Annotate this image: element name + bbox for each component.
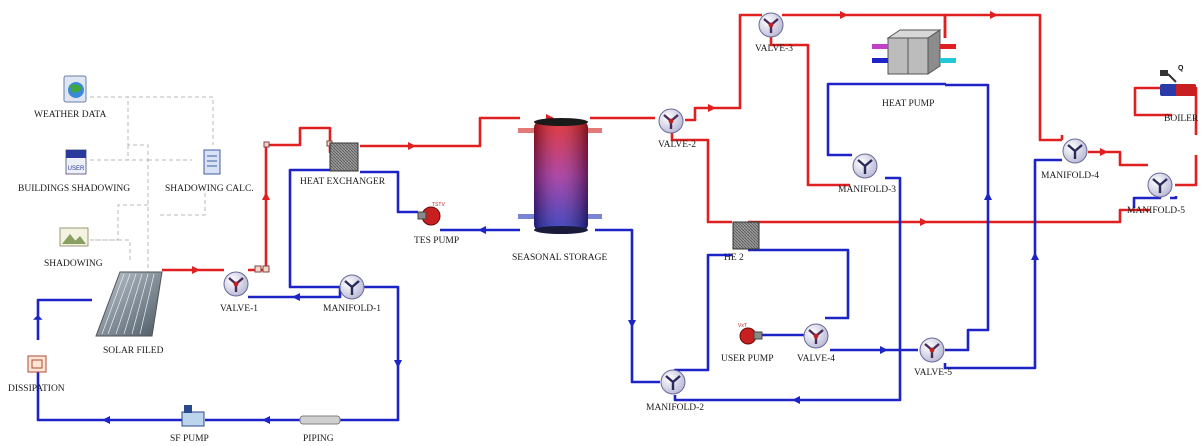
valve-1-icon[interactable]	[223, 271, 249, 297]
piping-label: PIPING	[303, 434, 334, 444]
manifold-2-icon[interactable]	[660, 369, 686, 395]
valve-2-icon[interactable]	[658, 108, 684, 134]
valve-3-icon[interactable]	[758, 12, 784, 38]
hot-pipes	[162, 13, 1198, 272]
svg-text:USER: USER	[68, 166, 85, 172]
manifold-5-icon[interactable]	[1147, 172, 1173, 198]
flow-markers	[33, 11, 1108, 424]
shadowing-calc-label: SHADOWING CALC.	[165, 184, 254, 194]
manifold-4-icon[interactable]	[1062, 138, 1088, 164]
tes-pump-label: TES PUMP	[414, 236, 459, 246]
dissipation-icon[interactable]	[27, 355, 47, 373]
heat-exchanger-label: HEAT EXCHANGER	[300, 177, 386, 187]
heat-pump-label: HEAT PUMP	[882, 99, 934, 109]
piping-icon[interactable]	[299, 415, 341, 425]
user-pump-label: USER PUMP	[721, 354, 774, 364]
shadowing-icon[interactable]	[59, 227, 89, 247]
valve-5-label: VALVE-5	[914, 368, 952, 378]
manifold-4-label: MANIFOLD-4	[1041, 171, 1099, 181]
svg-text:VxT: VxT	[738, 323, 747, 329]
valve-2-label: VALVE-2	[658, 140, 696, 150]
boiler-icon[interactable]: Q	[1160, 65, 1196, 96]
info-connections	[90, 96, 214, 272]
solar-field-icon[interactable]	[95, 271, 163, 337]
boiler-label: BOILER	[1164, 114, 1199, 124]
buildings-shadowing-icon[interactable]: USER	[65, 149, 87, 175]
weather-data-icon[interactable]	[63, 75, 87, 103]
manifold-1-label: MANIFOLD-1	[323, 304, 381, 314]
manifold-2-label: MANIFOLD-2	[646, 403, 704, 413]
heat-exchanger-icon[interactable]	[329, 142, 359, 172]
user-pump-icon[interactable]: VxT	[738, 323, 763, 345]
valve-3-label: VALVE-3	[755, 44, 793, 54]
seasonal-storage-icon[interactable]	[518, 118, 602, 234]
manifold-5-label: MANIFOLD-5	[1127, 206, 1185, 216]
heat-pump-icon[interactable]	[872, 29, 956, 75]
shadowing-label: SHADOWING	[44, 259, 103, 269]
valve-4-label: VALVE-4	[797, 354, 835, 364]
valve-5-icon[interactable]	[919, 337, 945, 363]
shadowing-calc-icon[interactable]	[203, 149, 221, 175]
svg-text:TSTV: TSTV	[432, 202, 445, 208]
valve-4-icon[interactable]	[803, 323, 829, 349]
sf-pump-label: SF PUMP	[170, 434, 209, 444]
manifold-3-icon[interactable]	[852, 153, 878, 179]
svg-text:Q: Q	[1178, 65, 1184, 72]
manifold-3-label: MANIFOLD-3	[838, 185, 896, 195]
he-2-icon[interactable]	[732, 221, 760, 250]
dissipation-label: DISSIPATION	[8, 384, 65, 394]
manifold-1-icon[interactable]	[339, 274, 365, 300]
buildings-shadowing-label: BUILDINGS SHADOWING	[18, 184, 130, 194]
he-2-label: HE 2	[724, 253, 744, 263]
weather-data-label: WEATHER DATA	[34, 110, 106, 120]
cold-pipes	[36, 82, 1178, 422]
tes-pump-icon[interactable]: TSTV	[417, 202, 445, 226]
valve-1-label: VALVE-1	[220, 304, 258, 314]
seasonal-storage-label: SEASONAL STORAGE	[512, 253, 607, 263]
solar-field-label: SOLAR FILED	[103, 346, 164, 356]
sf-pump-icon[interactable]	[181, 405, 205, 427]
